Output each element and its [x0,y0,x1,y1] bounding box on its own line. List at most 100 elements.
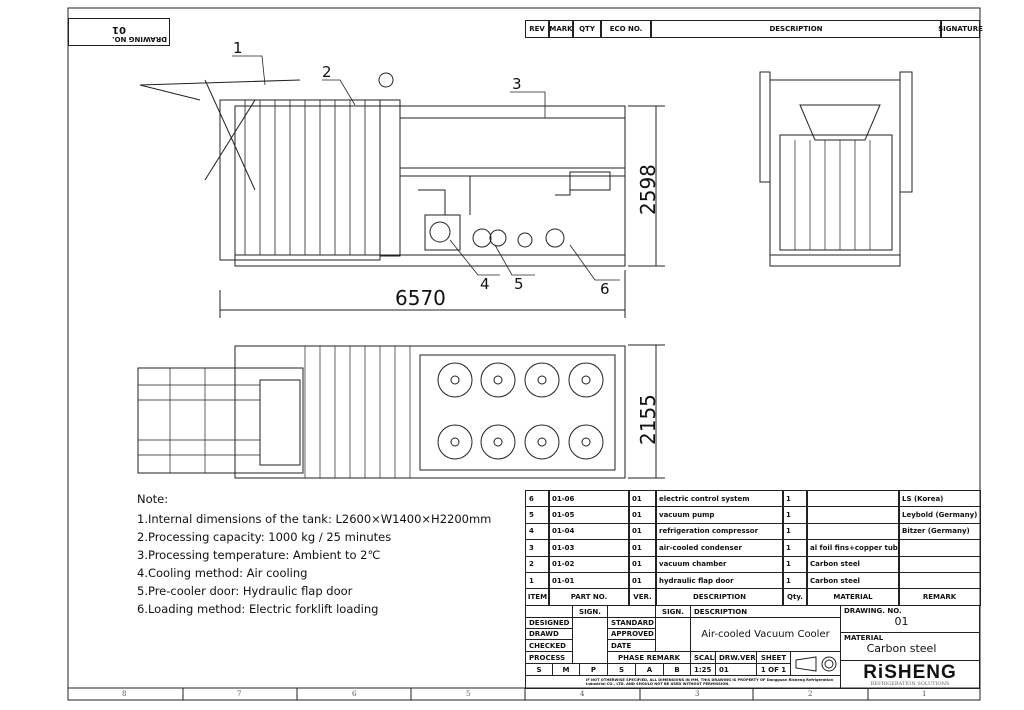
parts-row-ver: 01 [628,506,657,524]
zone-8: 8 [122,690,127,698]
parts-row-description: air-cooled condenser [655,539,784,557]
note-5: 5.Pre-cooler door: Hydraulic flap door [137,584,353,598]
drawing-no-value: 01 [894,615,909,628]
notes-title: Note: [137,492,169,506]
projection-symbol-icon [790,651,841,676]
dimension-lines [219,105,665,479]
balloon-3: 3 [512,75,522,93]
parts-header-item: ITEM [525,588,550,606]
parts-header-part-no: PART NO. [548,588,630,606]
disclaimer-text: IF NOT OTHERWISE SPECIFIED, ALL DIMENSIO… [525,675,841,689]
parts-row-item: 2 [525,555,550,573]
parts-header-qty: Qty. [782,588,808,606]
parts-row-ver: 01 [628,572,657,590]
signature-header: SIGNATURE [938,20,983,38]
inverted-drawing-no: 01 [112,24,126,35]
zone-7: 7 [237,690,242,698]
drawing-no-label: DRAWING. NO. [844,607,902,615]
parts-row-qty: 1 [782,490,808,508]
drawing-description: Air-cooled Vacuum Cooler [690,617,841,652]
parts-row-part-no: 01-04 [548,522,630,541]
parts-header-remark: REMARK [898,588,981,606]
parts-row-description: vacuum chamber [655,555,784,573]
inverted-drawing-no-label: DRAWING NO. [112,35,167,43]
eco-header: ECO NO. [601,20,651,38]
parts-row-qty: 1 [782,555,808,573]
zone-1: 1 [922,690,927,698]
parts-row-remark: LS (Korea) [898,490,981,508]
zone-dividers [182,688,869,700]
mark-header: MARK [549,20,573,38]
top-view [137,345,626,479]
parts-row-item: 3 [525,539,550,557]
parts-row-part-no: 01-03 [548,539,630,557]
parts-row-remark [898,572,981,590]
parts-row-ver: 01 [628,522,657,541]
parts-row-remark [898,555,981,573]
parts-row-description: hydraulic flap door [655,572,784,590]
zone-4: 4 [580,690,585,698]
parts-row-material: Carbon steel [806,572,900,590]
side-view [759,71,913,267]
inverted-drawing-no-box: DRAWING NO. 01 [68,18,170,46]
parts-row-item: 1 [525,572,550,590]
material-value: Carbon steel [866,642,937,655]
parts-row-ver: 01 [628,490,657,508]
parts-row-part-no: 01-01 [548,572,630,590]
front-view [139,72,626,267]
balloon-4: 4 [480,275,490,293]
parts-row-material [806,506,900,524]
note-4: 4.Cooling method: Air cooling [137,566,308,580]
parts-row-material: al foil fins+copper tube [806,539,900,557]
parts-row-ver: 01 [628,539,657,557]
zone-6: 6 [352,690,357,698]
note-1: 1.Internal dimensions of the tank: L2600… [137,512,492,526]
parts-row-remark [898,539,981,557]
balloon-1: 1 [233,39,243,57]
parts-row-remark: Bitzer (Germany) [898,522,981,541]
parts-row-description: electric control system [655,490,784,508]
parts-row-material: Carbon steel [806,555,900,573]
dimension-length: 6570 [395,286,446,310]
parts-row-part-no: 01-02 [548,555,630,573]
parts-row-material [806,522,900,541]
parts-row-item: 6 [525,490,550,508]
logo-text: RiSHENG [863,661,957,683]
condenser-fans [437,362,604,460]
parts-row-material [806,490,900,508]
dimension-width: 2155 [636,394,660,445]
parts-row-qty: 1 [782,506,808,524]
logo-subtext: REFRIGERATION SOLUTIONS [870,680,950,687]
parts-row-description: refrigeration compressor [655,522,784,541]
balloon-leaders [232,55,620,281]
parts-header-material: MATERIAL [806,588,900,606]
material-label: MATERIAL [844,634,884,642]
balloon-6: 6 [600,280,610,298]
sheet-border [67,7,981,701]
parts-row-part-no: 01-06 [548,490,630,508]
balloon-5: 5 [514,275,524,293]
rev-header: REV [525,20,549,38]
zone-3: 3 [695,690,700,698]
note-2: 2.Processing capacity: 1000 kg / 25 minu… [137,530,392,544]
zone-2: 2 [808,690,813,698]
balloon-2: 2 [322,63,332,81]
company-logo: RiSHENG REFRIGERATION SOLUTIONS [840,660,980,689]
note-6: 6.Loading method: Electric forklift load… [137,602,379,616]
parts-row-item: 5 [525,506,550,524]
parts-header-ver: VER. [628,588,657,606]
parts-row-description: vacuum pump [655,506,784,524]
parts-row-ver: 01 [628,555,657,573]
parts-row-qty: 1 [782,572,808,590]
parts-row-qty: 1 [782,522,808,541]
parts-header-description: DESCRIPTION [655,588,784,606]
zone-5: 5 [466,690,471,698]
parts-row-item: 4 [525,522,550,541]
parts-row-qty: 1 [782,539,808,557]
dimension-height: 2598 [636,164,660,215]
qty-header: QTY [573,20,601,38]
parts-row-part-no: 01-05 [548,506,630,524]
note-3: 3.Processing temperature: Ambient to 2℃ [137,548,381,562]
